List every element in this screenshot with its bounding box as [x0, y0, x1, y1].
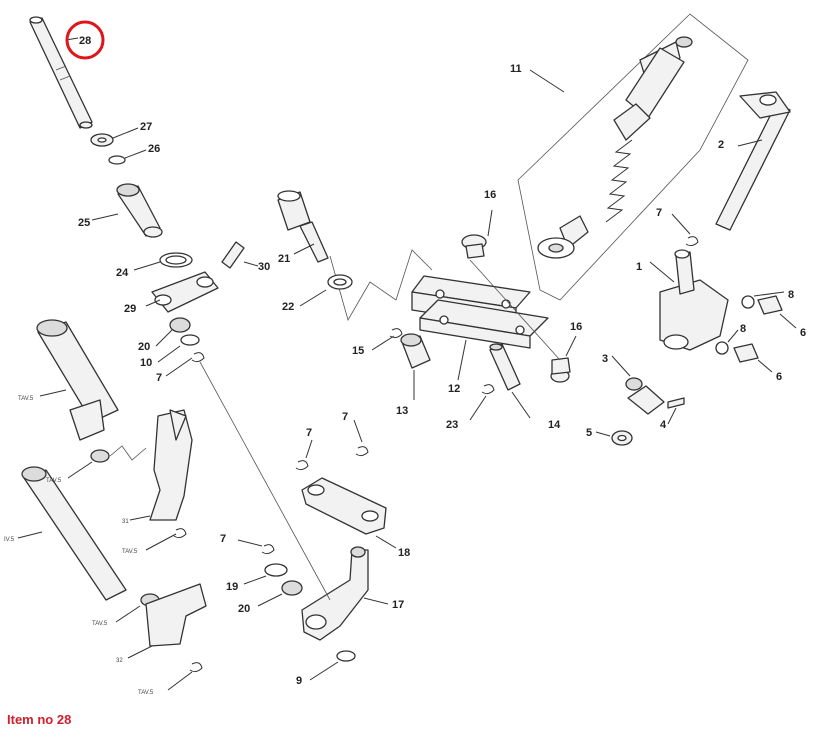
part-20-bushing-top[interactable]: [169, 317, 191, 333]
callout-10: 10: [140, 357, 152, 369]
callout-30: 30: [258, 261, 270, 273]
part-18-link[interactable]: [301, 477, 387, 535]
ref-tav-4: TAV.5: [92, 621, 108, 627]
callout-11: 11: [510, 63, 522, 75]
ref-tav-3: TAV.5: [122, 549, 138, 555]
part-23-clip[interactable]: [481, 384, 495, 395]
part-29-lever[interactable]: [151, 271, 219, 313]
callout-17: 17: [392, 599, 404, 611]
ref-32: 32: [116, 658, 123, 664]
part-10-washer[interactable]: [180, 334, 200, 346]
callout-25: 25: [78, 217, 90, 229]
callout-28[interactable]: 28: [79, 35, 91, 47]
callout-24: 24: [116, 267, 129, 279]
part-16-bolt-bottom[interactable]: [550, 357, 571, 383]
part-22-washer[interactable]: [327, 274, 353, 290]
part-30-pin[interactable]: [221, 241, 245, 269]
callout-12: 12: [448, 383, 460, 395]
callout-6a: 6: [800, 327, 806, 339]
callout-15: 15: [352, 345, 364, 357]
ref-fork-31: [149, 409, 193, 521]
ref-tav-5: TAV.5: [138, 690, 154, 696]
part-7-clip-c[interactable]: [295, 460, 309, 471]
part-7-clip-b[interactable]: [261, 544, 275, 555]
callout-7d: 7: [342, 411, 348, 423]
part-12-bracket[interactable]: [411, 275, 549, 349]
callout-7e: 7: [656, 207, 662, 219]
callout-6b: 6: [776, 371, 782, 383]
part-2-rod[interactable]: [715, 91, 791, 231]
part-28-shaft[interactable]: [29, 16, 93, 129]
exploded-parts-diagram: 28 27 26 25 24 30 29 20 10 7 21 22 15 13…: [4, 13, 806, 696]
part-14-pin[interactable]: [489, 343, 521, 391]
ref-bracket-32: [145, 583, 207, 647]
ref-shaft-lower: [21, 466, 127, 601]
callout-26: 26: [148, 143, 160, 155]
callout-20b: 20: [238, 603, 250, 615]
part-6-screw-b[interactable]: [733, 343, 759, 363]
part-19-washer[interactable]: [264, 563, 288, 577]
part-25-bushing[interactable]: [116, 183, 163, 238]
part-3-ball-joint[interactable]: [625, 377, 665, 415]
callout-29: 29: [124, 303, 136, 315]
part-13-bushing[interactable]: [400, 333, 431, 369]
part-9-ring[interactable]: [336, 650, 356, 662]
part-17-crank[interactable]: [301, 546, 369, 641]
ref-clip-lower: [189, 662, 203, 673]
part-21-bolt[interactable]: [277, 190, 329, 263]
callout-21: 21: [278, 253, 290, 265]
part-20-bushing-bottom[interactable]: [281, 580, 303, 596]
callout-9: 9: [296, 675, 302, 687]
ref-tav-1: TAV.5: [18, 396, 34, 402]
callout-5: 5: [586, 427, 592, 439]
callout-3: 3: [602, 353, 608, 365]
callout-7c: 7: [306, 427, 312, 439]
callout-7a: 7: [156, 372, 162, 384]
callout-18: 18: [398, 547, 410, 559]
part-26-ring[interactable]: [108, 155, 126, 165]
callout-27: 27: [140, 121, 152, 133]
part-4-pin[interactable]: [667, 397, 685, 409]
ref-clip-31: [173, 528, 187, 539]
callout-7b: 7: [220, 533, 226, 545]
part-8-washer-b[interactable]: [715, 341, 729, 355]
callout-16a: 16: [484, 189, 496, 201]
callout-1: 1: [636, 261, 642, 273]
highlight-ring: [65, 20, 105, 60]
part-15-clip[interactable]: [389, 328, 403, 339]
ref-31: 31: [122, 519, 129, 525]
callout-14: 14: [548, 419, 561, 431]
part-16-bolt-top[interactable]: [461, 234, 487, 259]
part-11-damper[interactable]: [517, 13, 749, 301]
part-8-washer-a[interactable]: [741, 295, 755, 309]
callout-19: 19: [226, 581, 238, 593]
callout-23: 23: [446, 419, 458, 431]
callout-16b: 16: [570, 321, 582, 333]
part-7-clip-e[interactable]: [685, 236, 699, 247]
ref-shaft-upper: [36, 319, 119, 441]
part-7-clip-d[interactable]: [355, 446, 369, 457]
callout-20a: 20: [138, 341, 150, 353]
part-27-washer[interactable]: [90, 133, 114, 147]
callout-8a: 8: [788, 289, 794, 301]
part-6-screw-a[interactable]: [757, 295, 783, 315]
part-7-clip-a[interactable]: [191, 352, 205, 363]
part-24-washer[interactable]: [159, 252, 193, 268]
item-caption: Item no 28: [7, 712, 72, 727]
part-5-nut[interactable]: [611, 430, 633, 446]
callout-13: 13: [396, 405, 408, 417]
part-1-housing[interactable]: [659, 249, 729, 351]
ref-iv-5: IV.5: [4, 537, 15, 543]
callout-2: 2: [718, 139, 724, 151]
ref-tav-2: TAV.5: [46, 478, 62, 484]
callout-8b: 8: [740, 323, 746, 335]
callout-22: 22: [282, 301, 294, 313]
ref-washer-left: [90, 449, 110, 463]
callout-4: 4: [660, 419, 667, 431]
